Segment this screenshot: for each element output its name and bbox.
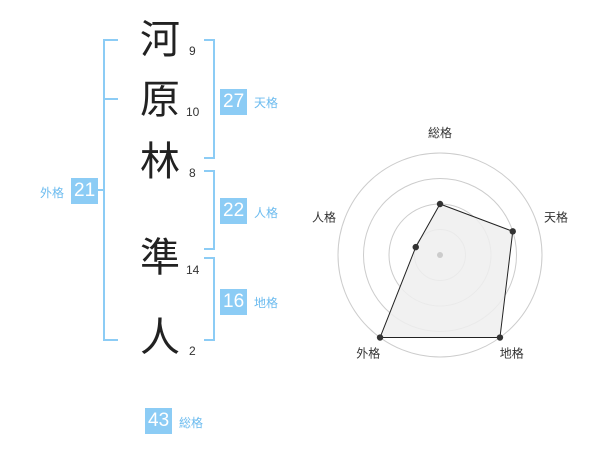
radar-axis-label: 天格: [544, 209, 568, 224]
tenkaku-bracket: [204, 39, 215, 159]
name-char-4: 準: [140, 235, 180, 281]
jinkaku-bracket: [204, 170, 215, 250]
name-char-1: 河: [140, 17, 180, 63]
tenkaku-label: 天格: [254, 96, 279, 110]
stroke-count-1: 9: [189, 44, 196, 58]
chikaku-bracket: [204, 257, 215, 341]
soukaku-label: 総格: [179, 416, 204, 430]
name-char-3: 林: [140, 139, 180, 185]
radar-center-dot: [437, 252, 443, 258]
jinkaku-value: 22: [220, 198, 248, 224]
tenkaku-value: 27: [220, 89, 248, 115]
radar-series-polygon: [379, 203, 514, 339]
radar-axis-label: 地格: [500, 346, 524, 361]
stroke-count-5: 2: [189, 344, 196, 358]
radar-point: [496, 334, 504, 341]
name-char-5: 人: [140, 315, 180, 361]
name-char-2: 原: [140, 77, 180, 123]
radar-axis-label: 外格: [356, 346, 380, 361]
radar-point: [436, 200, 444, 208]
radar-point: [412, 243, 419, 251]
radar-ring: [337, 152, 543, 358]
stroke-count-3: 8: [189, 166, 196, 180]
gaikaku-bracket: [103, 39, 118, 341]
chikaku-label: 地格: [254, 296, 279, 310]
radar-axis-label: 人格: [312, 209, 336, 224]
radar-axis-label: 総格: [428, 125, 452, 140]
stroke-count-4: 14: [186, 263, 200, 277]
stroke-count-2: 10: [186, 105, 200, 119]
jinkaku-label: 人格: [254, 206, 279, 220]
chikaku-value: 16: [220, 289, 248, 315]
radar-point: [376, 334, 384, 341]
radar-point: [509, 228, 516, 235]
gaikaku-value: 21: [71, 178, 99, 204]
gaikaku-label: 外格: [40, 186, 65, 200]
soukaku-value: 43: [145, 408, 173, 434]
